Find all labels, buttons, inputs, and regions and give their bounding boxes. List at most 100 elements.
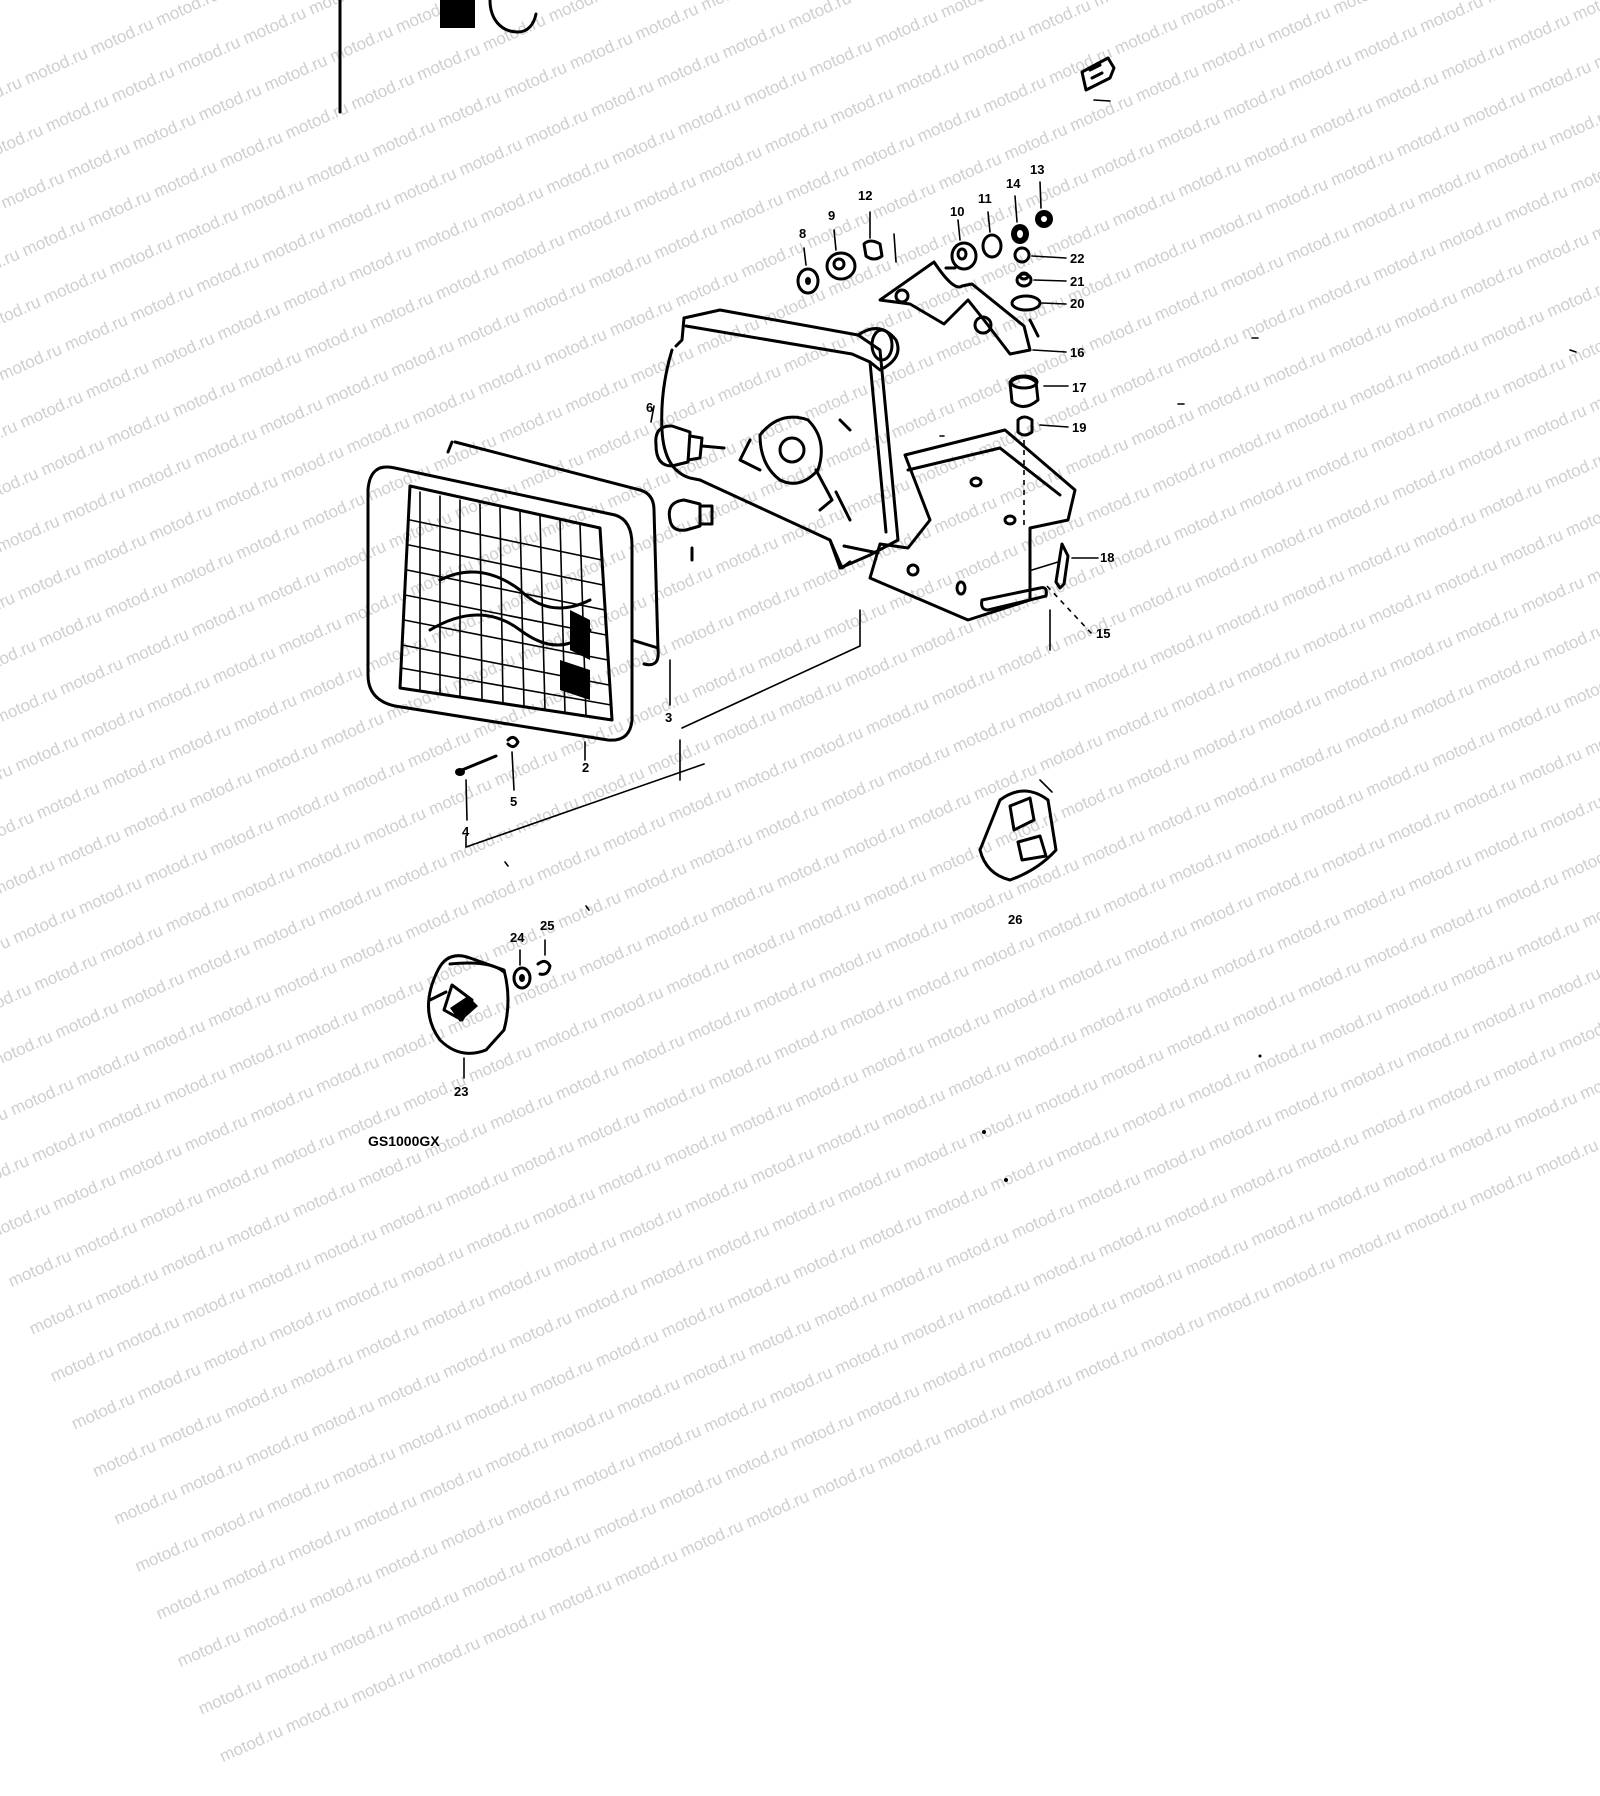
spring-5 xyxy=(506,735,520,791)
watermark-text: motod.ru xyxy=(484,1260,554,1306)
watermark-text: motod.ru xyxy=(724,1267,794,1313)
watermark-text: motod.ru xyxy=(305,1567,375,1613)
ring-24 xyxy=(512,949,532,990)
watermark-text: motod.ru xyxy=(395,1414,465,1459)
watermark-text: motod.ru xyxy=(221,1377,291,1423)
model-label: GS1000GX xyxy=(368,1133,440,1149)
watermark-text: motod.ru xyxy=(700,1391,770,1437)
watermark-text: motod.ru xyxy=(1247,1205,1317,1250)
watermark-text: motod.ru xyxy=(876,1256,946,1302)
part-label-13: 13 xyxy=(1030,162,1044,177)
watermark-text: motod.ru xyxy=(460,1384,531,1430)
watermark-text: motod.ru xyxy=(745,1315,815,1360)
watermark-text: motod.ru xyxy=(897,1304,967,1349)
part-label-18: 18 xyxy=(1100,550,1114,565)
watermark-text: motod.ru xyxy=(176,1454,246,1500)
small-hardware xyxy=(796,181,1053,295)
watermark-text: motod.ru xyxy=(132,1531,202,1576)
part-label-20: 20 xyxy=(1070,296,1084,311)
watermark-text: motod.ru xyxy=(1400,1194,1470,1239)
watermark-text: motod.ru xyxy=(200,1330,270,1375)
watermark-text: motod.ru xyxy=(134,1359,204,1405)
watermark-text: motod.ru xyxy=(331,1271,401,1317)
part-label-4: 4 xyxy=(462,824,470,839)
watermark-text: motod.ru xyxy=(1050,1293,1120,1338)
top-margin-marks xyxy=(338,0,538,114)
part-label-19: 19 xyxy=(1072,420,1086,435)
watermark-text: motod.ru xyxy=(503,1479,573,1525)
watermark-text: motod.ru xyxy=(1029,1245,1099,1291)
watermark-text: motod.ru xyxy=(853,1380,923,1426)
watermark-text: motod.ru xyxy=(613,1373,683,1419)
spacer-19 xyxy=(1016,415,1069,526)
watermark-text: motod.ru xyxy=(174,1626,244,1671)
watermark-text: motod.ru xyxy=(547,1403,617,1448)
watermark-text: motod.ru xyxy=(942,1227,1012,1272)
watermark-text: motod.ru xyxy=(1006,1369,1076,1415)
watermark-text: motod.ru xyxy=(787,1410,857,1455)
part-label-12: 12 xyxy=(858,188,872,203)
grommet-10 xyxy=(944,219,978,271)
washer-stack xyxy=(1010,246,1067,353)
headlight-lens xyxy=(366,465,634,761)
watermark-text: motod.ru xyxy=(637,1249,707,1295)
watermark-text: motod.ru xyxy=(482,1432,552,1477)
watermark-text: motod.ru xyxy=(282,1691,352,1737)
watermark-text: motod.ru xyxy=(1269,1252,1339,1298)
part-label-26: 26 xyxy=(1008,912,1022,927)
watermark-text: motod.ru xyxy=(216,1721,286,1766)
watermark-text: motod.ru xyxy=(656,1468,726,1514)
watermark-text: motod.ru xyxy=(505,1308,575,1353)
watermark-text: motod.ru xyxy=(832,1333,902,1379)
watermark-text: motod.ru xyxy=(416,1461,486,1507)
watermark-text: motod.ru xyxy=(526,1355,596,1401)
watermark-text: motod.ru xyxy=(1071,1340,1141,1386)
watermark-text: motod.ru xyxy=(592,1326,662,1371)
watermark-text: motod.ru xyxy=(571,1278,641,1324)
watermark-text: motod.ru xyxy=(702,1220,772,1265)
part-label-14: 14 xyxy=(1006,176,1021,191)
bulb-6 xyxy=(650,405,726,468)
bulb-small xyxy=(667,498,714,562)
part-label-23: 23 xyxy=(454,1084,468,1099)
watermark-text: motod.ru xyxy=(110,1483,180,1529)
headlight-bracket xyxy=(868,428,1093,651)
part-label-3: 3 xyxy=(665,710,672,725)
watermark-text: motod.ru xyxy=(463,1213,533,1258)
watermark-text: motod.ru xyxy=(240,1596,310,1642)
screw-4 xyxy=(455,754,498,821)
watermark-text: motod.ru xyxy=(1334,1223,1404,1269)
watermark-text: motod.ru xyxy=(1137,1311,1207,1356)
part-label-17: 17 xyxy=(1072,380,1086,395)
watermark-text: motod.ru xyxy=(371,1538,441,1584)
watermark-text: motod.ru xyxy=(855,1209,925,1254)
watermark-text: motod.ru xyxy=(789,1238,859,1284)
watermark-text: motod.ru xyxy=(287,1348,357,1394)
watermark-text: motod.ru xyxy=(155,1406,225,1452)
watermark-text: motod.ru xyxy=(92,1264,162,1310)
watermark-text: motod.ru xyxy=(5,1246,75,1291)
watermark-text: motod.ru xyxy=(223,1205,293,1251)
watermark-text: motod.ru xyxy=(242,1425,312,1470)
watermark-text: motod.ru xyxy=(766,1362,836,1408)
watermark-text: motod.ru xyxy=(984,1322,1054,1367)
watermark-text: motod.ru xyxy=(284,1520,354,1565)
watermark-text: motod.ru xyxy=(350,1490,420,1536)
watermark-text: motod.ru xyxy=(348,1662,418,1708)
watermark-text: motod.ru xyxy=(397,1242,467,1287)
part-label-8: 8 xyxy=(799,226,806,241)
watermark-text: motod.ru xyxy=(374,1366,444,1412)
watermark-text: motod.ru xyxy=(310,1224,380,1269)
watermark-text: motod.ru xyxy=(742,1486,812,1532)
watermark-text: motod.ru xyxy=(658,1296,728,1342)
watermark-text: motod.ru xyxy=(811,1285,881,1331)
watermark-text: motod.ru xyxy=(26,1293,96,1339)
watermark-text: motod.ru xyxy=(524,1527,594,1572)
watermark-text: motod.ru xyxy=(265,1300,336,1346)
assembly-bracket-lines xyxy=(465,609,861,911)
headlight-housing xyxy=(660,308,900,570)
part-label-2: 2 xyxy=(582,760,589,775)
watermark-text: motod.ru xyxy=(1203,1281,1273,1327)
watermark-text: motod.ru xyxy=(195,1673,265,1719)
watermark-text: motod.ru xyxy=(70,1216,141,1262)
